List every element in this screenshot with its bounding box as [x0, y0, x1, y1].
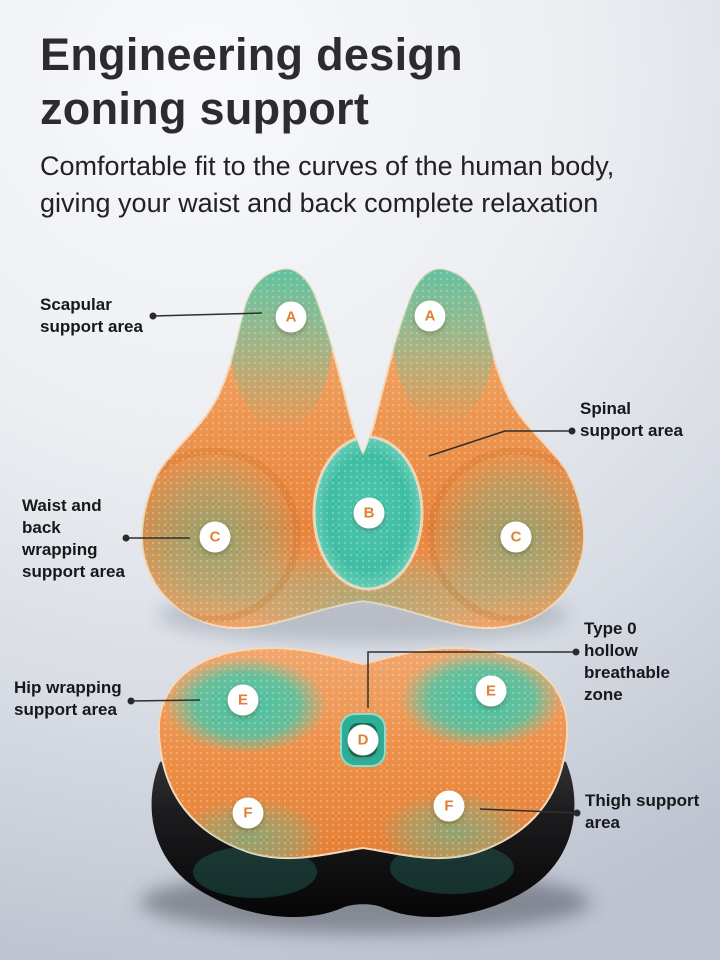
- title-line-2: zoning support: [40, 83, 370, 134]
- zone-badge-c-left: C: [199, 521, 231, 553]
- callout-hollow: Type 0 hollow breathable zone: [584, 619, 670, 705]
- subtitle-line-2: giving your waist and back complete rela…: [40, 188, 599, 219]
- zone-badge-e-right: E: [475, 675, 507, 707]
- zone-badge-a-left: A: [275, 301, 307, 333]
- callout-hip: Hip wrapping support area: [14, 678, 122, 720]
- zone-badge-e-left: E: [227, 684, 259, 716]
- callout-scapular: Scapular support area: [40, 295, 143, 337]
- page-subtitle: Comfortable fit to the curves of the hum…: [40, 148, 614, 223]
- backrest-zones: [141, 269, 585, 629]
- zone-badge-c-right: C: [500, 521, 532, 553]
- subtitle-line-1: Comfortable fit to the curves of the hum…: [40, 151, 615, 181]
- zone-badge-b: B: [353, 497, 385, 529]
- title-line-1: Engineering design: [40, 29, 463, 80]
- zone-badge-f-left: F: [232, 797, 264, 829]
- zone-badge-d: D: [347, 724, 379, 756]
- zone-badge-f-right: F: [433, 790, 465, 822]
- zone-badge-a-right: A: [414, 300, 446, 332]
- callout-spinal: Spinal support area: [580, 399, 683, 441]
- callout-waist: Waist and back wrapping support area: [22, 496, 125, 582]
- callout-thigh: Thigh support area: [585, 791, 700, 833]
